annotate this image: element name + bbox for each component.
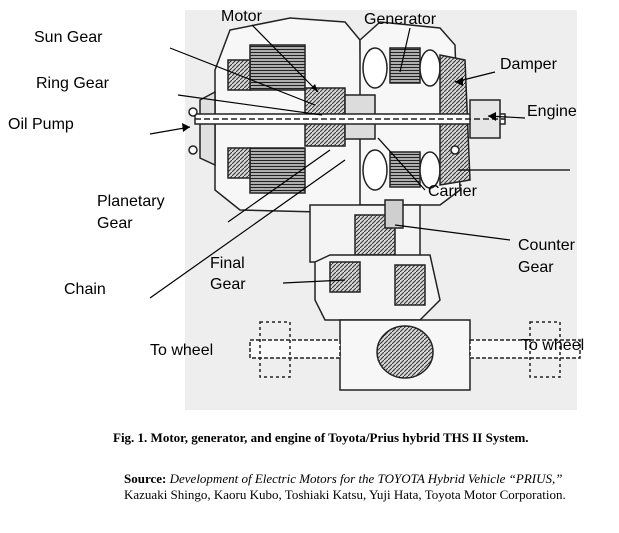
label-to-wheel-left: To wheel [150, 342, 213, 359]
label-chain: Chain [64, 281, 106, 298]
leader-lines [149, 24, 570, 299]
label-engine: Engine [527, 103, 577, 120]
label-ring-gear: Ring Gear [36, 75, 110, 92]
label-motor: Motor [221, 8, 263, 25]
label-planetary-gear-line1: Planetary [97, 193, 165, 210]
source-prefix: Source: [124, 471, 167, 486]
label-carrier: Carrier [428, 183, 478, 200]
figure-source: Source: Development of Electric Motors f… [124, 471, 604, 503]
arrow-heads [182, 77, 496, 132]
label-generator: Generator [364, 11, 437, 28]
source-title: Development of Electric Motors for the T… [169, 471, 563, 486]
label-final-gear-line2: Gear [210, 276, 246, 293]
transaxle-drawing [188, 17, 581, 391]
label-planetary-gear-line2: Gear [97, 215, 133, 232]
source-authors: Kazuaki Shingo, Kaoru Kubo, Toshiaki Kat… [124, 487, 566, 502]
label-to-wheel-right: To wheel [521, 337, 584, 354]
label-counter-gear-line2: Gear [518, 259, 554, 276]
label-damper: Damper [500, 56, 558, 73]
label-final-gear-line1: Final [210, 255, 245, 272]
figure-caption: Fig. 1. Motor, generator, and engine of … [113, 430, 529, 445]
transaxle-cross-section-figure: Motor Generator Sun Gear Damper Ring Gea… [8, 8, 584, 410]
label-counter-gear-line1: Counter [518, 237, 576, 254]
label-sun-gear: Sun Gear [34, 29, 103, 46]
label-oil-pump: Oil Pump [8, 116, 74, 133]
